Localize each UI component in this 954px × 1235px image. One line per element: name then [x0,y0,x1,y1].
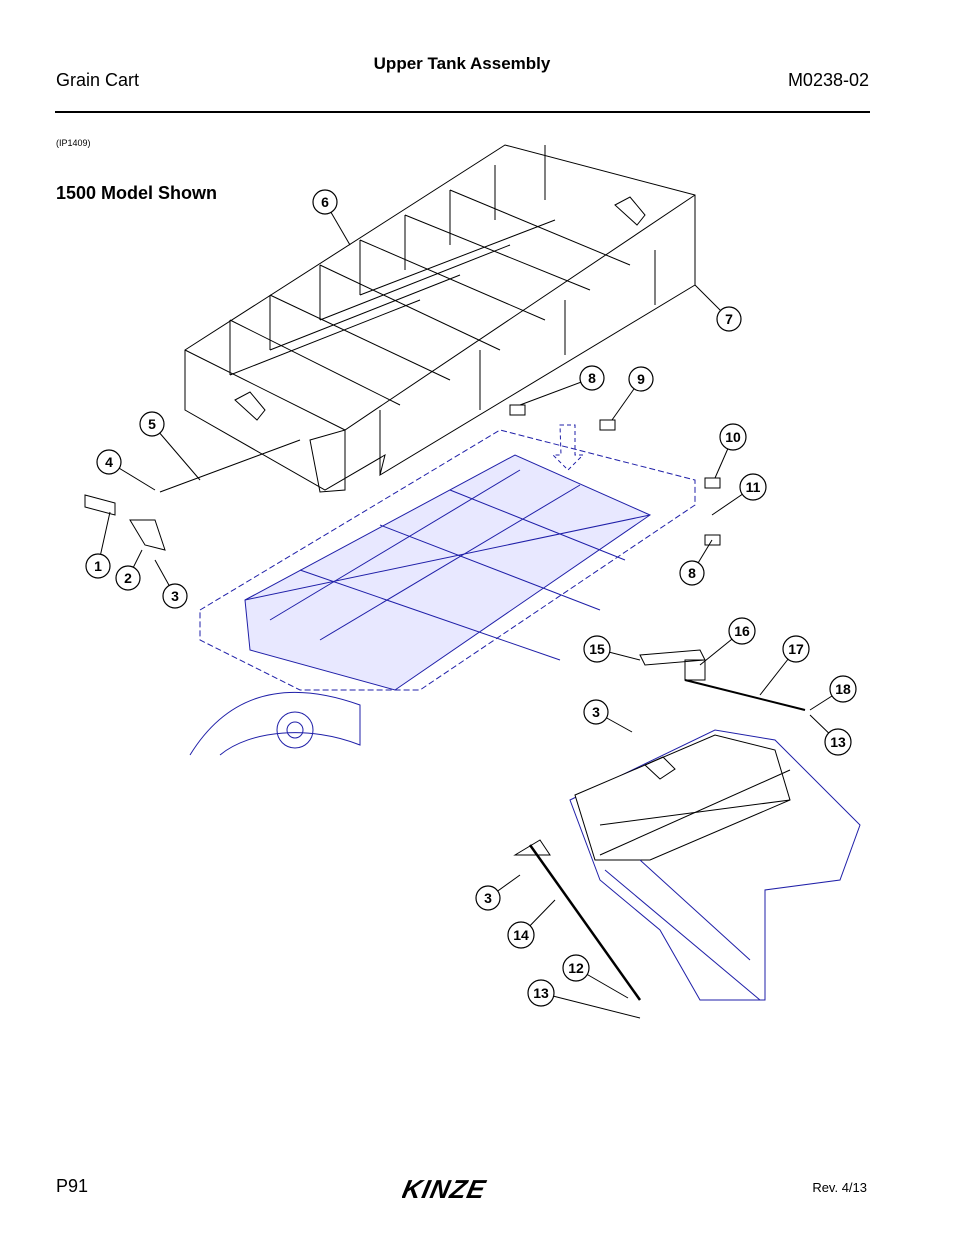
callout-3-detail-top: 3 [583,699,609,725]
page-number: P91 [56,1176,89,1196]
svg-text:4: 4 [105,454,113,470]
callout-18: 18 [829,675,857,703]
upper-tank-drawing [184,144,696,493]
callout-12: 12 [562,954,590,982]
kinze-logo: KINZE [400,1174,522,1209]
callout-17: 17 [782,635,810,663]
svg-text:2: 2 [124,570,132,586]
svg-text:11: 11 [746,479,761,495]
svg-text:9: 9 [637,371,645,387]
callout-13-right: 13 [824,728,852,756]
svg-text:14: 14 [513,927,529,943]
callout-5: 5 [139,411,165,437]
callout-4: 4 [96,449,122,475]
svg-text:5: 5 [148,416,156,432]
header-rule [55,111,870,113]
figure-reference: (IP1409) [56,138,91,148]
callout-3: 3 [162,583,188,609]
callout-10: 10 [719,423,747,451]
svg-text:8: 8 [588,370,596,386]
callout-6: 6 [312,189,338,215]
callout-7: 7 [716,306,742,332]
svg-text:3: 3 [484,890,492,906]
svg-text:18: 18 [835,681,851,697]
callout-8: 8 [579,365,605,391]
callout-16: 16 [728,617,756,645]
svg-text:3: 3 [171,588,179,604]
tank-floor-drawing [189,424,696,756]
document-product: Grain Cart [56,70,140,90]
svg-text:17: 17 [788,641,804,657]
front-tank-detail-drawing [513,649,861,1001]
callout-2: 2 [115,565,141,591]
svg-text:13: 13 [830,734,846,750]
callout-1: 1 [85,553,111,579]
callout-13-bottom: 13 [527,979,555,1007]
svg-text:10: 10 [725,429,741,445]
svg-text:13: 13 [533,985,549,1001]
callout-9: 9 [628,366,654,392]
svg-text:15: 15 [589,641,605,657]
svg-text:8: 8 [688,565,696,581]
svg-text:16: 16 [734,623,750,639]
revision-date: Rev. 4/13 [812,1180,867,1195]
callout-14: 14 [507,921,535,949]
callout-11: 11 [739,473,767,501]
svg-text:12: 12 [568,960,584,976]
svg-text:7: 7 [725,311,733,327]
svg-text:1: 1 [94,558,102,574]
callout-8-lower: 8 [679,560,705,586]
svg-text:6: 6 [321,194,329,210]
manual-number: M0238-02 [787,70,869,90]
section-title: Upper Tank Assembly [373,54,551,73]
callout-3-detail-left: 3 [475,885,501,911]
model-label: 1500 Model Shown [56,183,218,203]
svg-text:3: 3 [592,704,600,720]
callout-15: 15 [583,635,611,663]
svg-text:KINZE: KINZE [402,1174,489,1204]
